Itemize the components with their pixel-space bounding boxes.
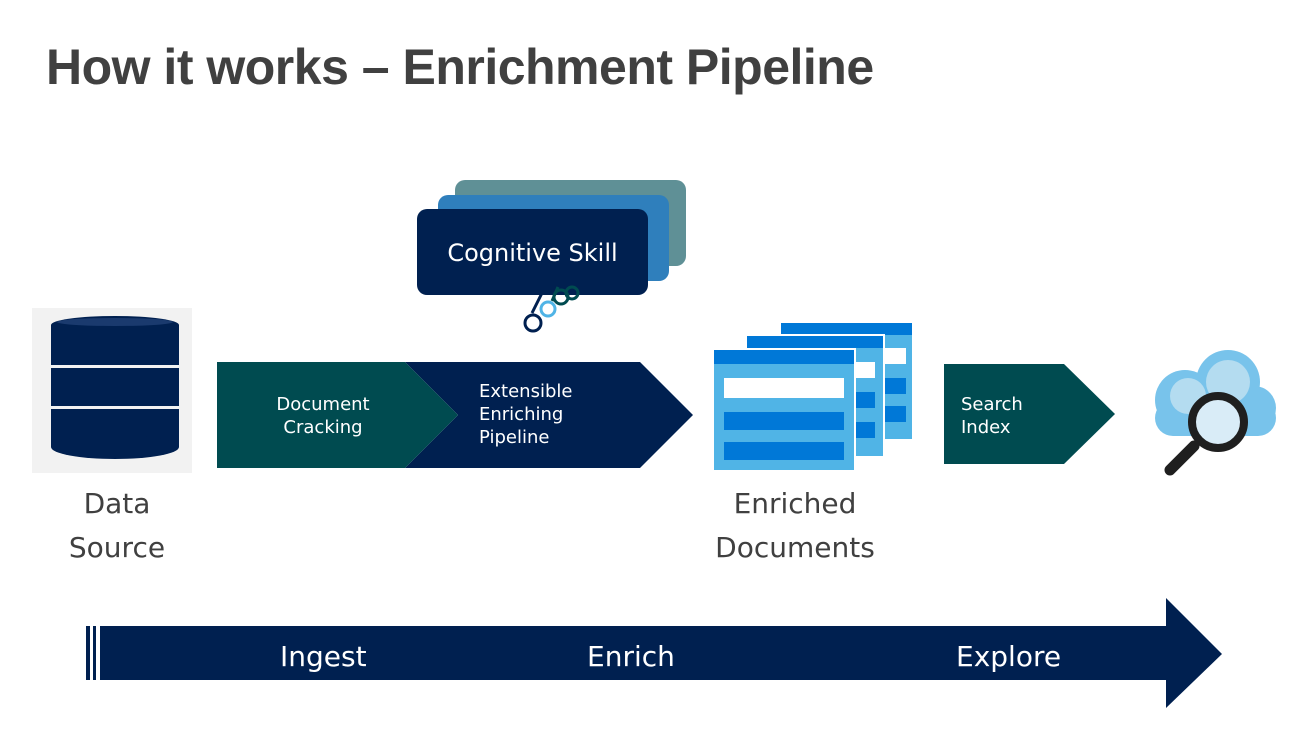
enriching-pipeline-label: Extensible Enriching Pipeline	[479, 381, 573, 448]
enriched-documents-label: Enriched Documents	[715, 487, 875, 564]
page-title: How it works – Enrichment Pipeline	[46, 39, 874, 95]
connector-icon	[523, 285, 580, 333]
database-icon	[32, 308, 192, 473]
phase-explore: Explore	[956, 640, 1062, 673]
phase-arrow	[86, 598, 1222, 708]
search-index-label: Search Index	[961, 394, 1023, 438]
document-cracking-label: Document Cracking	[276, 394, 370, 438]
enriched-documents-icon	[712, 321, 914, 472]
cognitive-skill-stack	[417, 180, 686, 333]
pipeline-chevrons	[217, 362, 693, 468]
cloud-search-icon	[1155, 350, 1276, 476]
phase-enrich: Enrich	[587, 640, 675, 673]
data-source-label: Data Source	[68, 487, 166, 564]
search-index-arrow	[944, 364, 1115, 464]
cognitive-skill-label: Cognitive Skill	[447, 239, 618, 267]
phase-ingest: Ingest	[280, 640, 367, 673]
